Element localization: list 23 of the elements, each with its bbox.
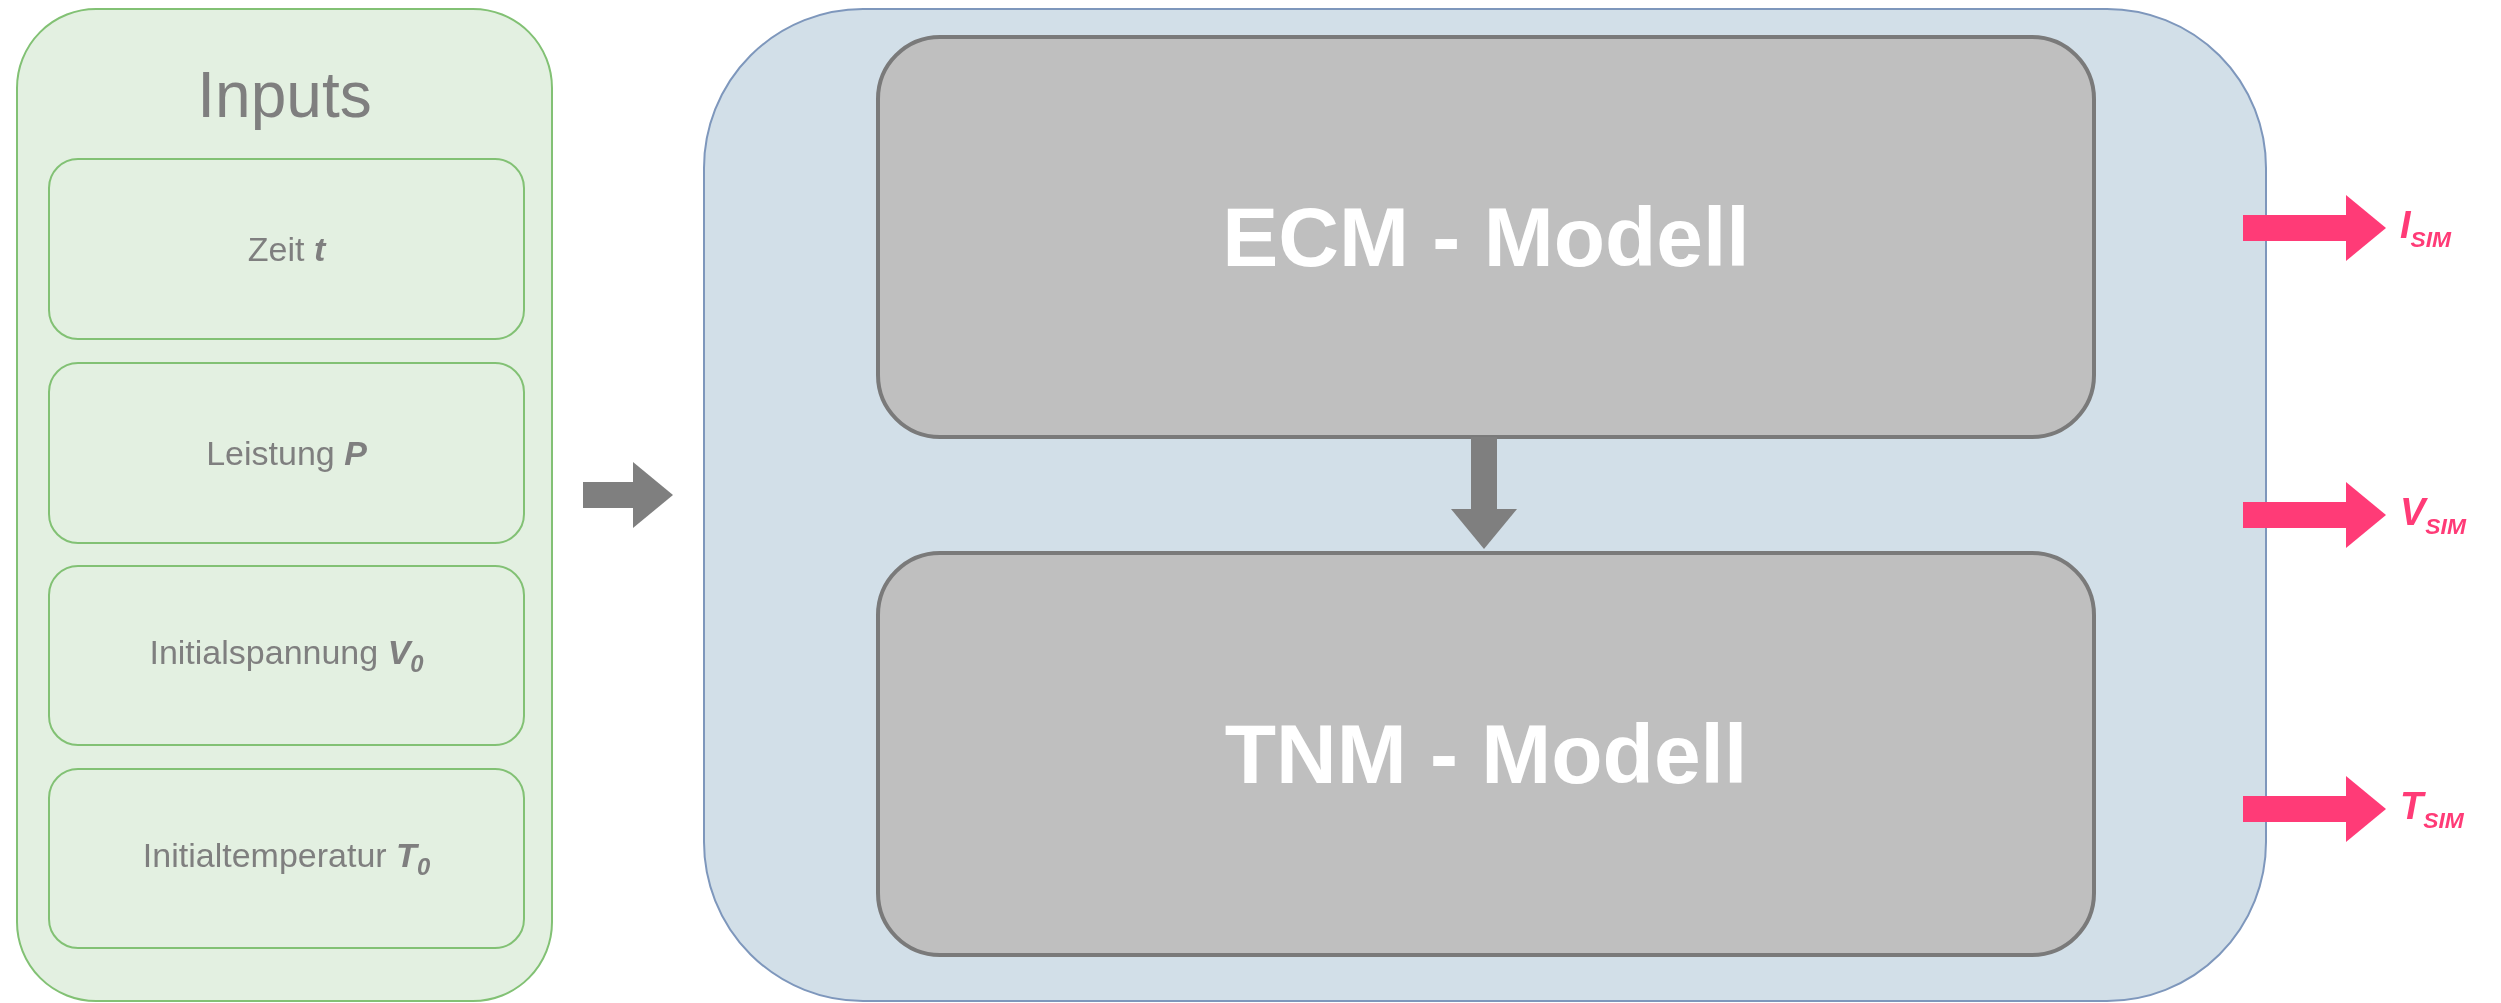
panel-title: Inputs [197, 58, 372, 132]
output-label: T$_{SIM}$ [2400, 784, 2464, 834]
block-arrow [2243, 776, 2386, 842]
inputs-panel [16, 8, 553, 1002]
input-label: Initialtemperatur T$_{0}$ [142, 836, 431, 881]
input-label: Initialspannung V$_{0}$ [149, 633, 424, 678]
input-label: Zeit t [247, 229, 326, 269]
input-label: Leistung P [206, 433, 367, 473]
input-box [48, 768, 525, 949]
block-arrow [2243, 195, 2386, 261]
block-arrow [1451, 437, 1517, 549]
block-arrow [583, 462, 673, 528]
input-box [48, 158, 525, 340]
model-title: TNM - Modell [1224, 705, 1748, 803]
model-panel [703, 8, 2267, 1002]
output-label: V$_{SIM}$ [2400, 490, 2466, 540]
model-box [876, 35, 2096, 439]
block-arrow [2243, 482, 2386, 548]
input-box [48, 565, 525, 746]
model-title: ECM - Modell [1222, 188, 1750, 286]
model-box [876, 551, 2096, 957]
input-box [48, 362, 525, 544]
output-label: I$_{SIM}$ [2400, 203, 2452, 253]
